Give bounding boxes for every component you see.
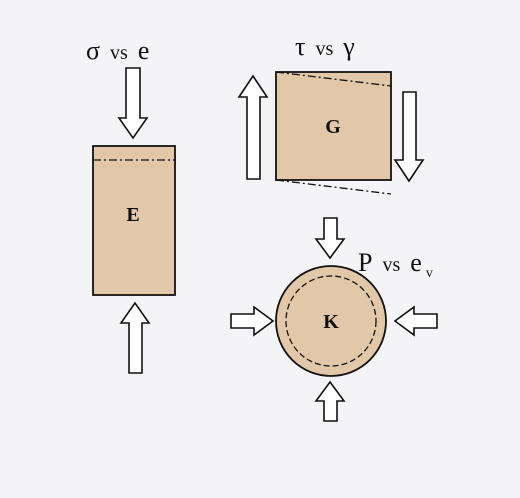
shear-vs-text: vs (315, 38, 333, 60)
shear-block (275, 71, 392, 181)
axial-strain-symbol: e (138, 36, 150, 65)
volumetric-panel: P vs e v K (230, 217, 438, 422)
top-compression-arrow (117, 67, 149, 140)
pressure-symbol: P (358, 248, 372, 277)
top-pressure-arrow (314, 217, 346, 260)
left-shear-arrow (237, 74, 269, 180)
axial-caption: σ vs e (86, 36, 149, 65)
shear-modulus-label: G (325, 116, 341, 138)
deformed-shear-bottom (275, 179, 392, 195)
shear-panel: τ vs γ G (237, 32, 425, 195)
volumetric-vs-text: vs (382, 254, 400, 276)
bottom-compression-arrow (119, 301, 151, 374)
sigma-symbol: σ (86, 36, 100, 65)
volumetric-caption: P vs e v (358, 248, 433, 281)
tau-symbol: τ (295, 32, 305, 61)
axial-block (92, 145, 176, 296)
bottom-pressure-arrow (314, 380, 346, 422)
shear-caption: τ vs γ (295, 32, 355, 61)
gamma-symbol: γ (342, 32, 355, 61)
deformed-shear-top (275, 71, 392, 87)
volumetric-sphere (275, 265, 387, 377)
right-shear-arrow (393, 91, 425, 183)
bulk-modulus-label: K (323, 311, 339, 333)
deformed-sphere-outline (285, 275, 377, 367)
axial-modulus-label: E (126, 204, 139, 226)
axial-panel: σ vs e E (86, 36, 176, 374)
right-pressure-arrow (393, 305, 438, 337)
axial-vs-text: vs (110, 42, 128, 64)
volumetric-strain-symbol: e (410, 248, 422, 277)
volumetric-subscript: v (426, 266, 433, 281)
left-pressure-arrow (230, 305, 275, 337)
